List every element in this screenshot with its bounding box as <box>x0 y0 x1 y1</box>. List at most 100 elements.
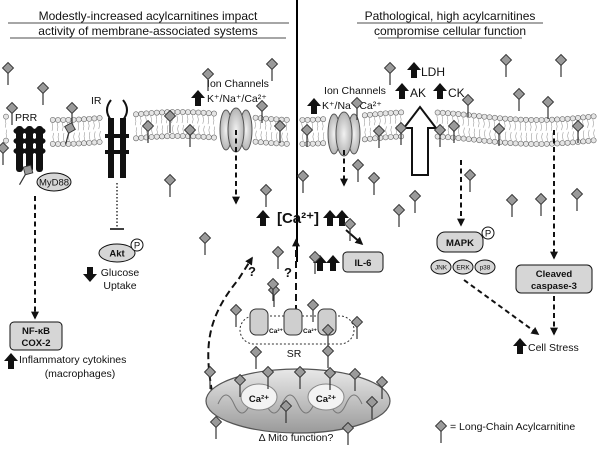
lipid-head <box>564 115 571 122</box>
lipid-head <box>497 139 503 146</box>
prr-receptor: PRR <box>13 112 46 172</box>
lipid-tail <box>78 132 80 141</box>
lipid-head <box>450 134 457 141</box>
lipid-head <box>299 141 306 147</box>
legend: = Long-Chain Acylcarnitine <box>434 419 575 443</box>
lipid-head <box>590 137 597 144</box>
lipid-head <box>398 109 405 116</box>
lipid-head <box>465 136 472 142</box>
lipid-head <box>268 116 275 122</box>
lipid-tail <box>467 118 469 127</box>
lipid-head <box>491 114 498 121</box>
lipid-head <box>49 141 56 147</box>
lipid-tail <box>556 122 558 131</box>
lipid-tail <box>276 132 278 141</box>
lipid-tail <box>265 131 268 140</box>
acylcarnitine-molecule <box>554 53 568 77</box>
lipid-tail <box>177 124 179 134</box>
acylcarnitine-molecule <box>367 171 381 195</box>
lipid-tail <box>390 125 392 135</box>
glucose-uptake: Glucose Uptake <box>83 267 139 292</box>
acylcarnitine-molecule <box>265 57 279 81</box>
lipid-tail <box>62 122 64 132</box>
lipid-tail <box>561 122 563 131</box>
acylcarnitine-molecule <box>255 99 269 123</box>
lipid-head <box>304 140 311 147</box>
lipid-head <box>133 111 139 118</box>
lipid-head <box>49 117 56 123</box>
lipid-tail <box>593 129 595 138</box>
ldh-label: LDH <box>421 65 445 79</box>
up-arrow-icon <box>256 210 270 226</box>
acylcarnitine-molecule <box>321 344 335 368</box>
ion-channels-left-label: Ion Channels <box>207 78 269 90</box>
lipid-head <box>569 139 576 146</box>
lipid-tail <box>271 131 273 141</box>
inflammatory-label-line1: Inflammatory cytokines <box>19 354 126 366</box>
lipid-tail <box>56 122 59 132</box>
lipid-tail <box>473 128 476 137</box>
lipid-tail <box>531 132 533 142</box>
lipid-head <box>528 117 535 123</box>
acylcarnitine-molecule <box>293 365 307 389</box>
glucose-label-line1: Glucose <box>101 267 140 279</box>
lipid-head <box>465 112 472 118</box>
acylcarnitine-molecule <box>434 419 448 443</box>
lipid-tail <box>281 132 283 141</box>
acylcarnitine-molecule <box>351 158 365 182</box>
lipid-head <box>554 116 561 123</box>
lipid-head <box>497 115 503 122</box>
acylcarnitine-molecule <box>259 183 273 207</box>
lipid-head <box>585 137 592 144</box>
acylcarnitine-molecule <box>375 375 389 399</box>
acylcarnitine-molecule <box>203 365 217 389</box>
lipid-head <box>195 109 202 116</box>
acylcarnitine-molecule <box>512 87 526 111</box>
lipid-head <box>174 133 181 139</box>
caspase-label-line1: Cleaved <box>536 269 573 280</box>
lipid-tail <box>270 121 272 131</box>
lipid-tail <box>198 125 200 134</box>
lipid-head <box>138 110 145 117</box>
lipid-head <box>486 138 493 145</box>
lipid-head <box>372 111 379 118</box>
lipid-tail <box>203 125 205 134</box>
lipid-tail <box>484 129 486 138</box>
up-arrow-icon <box>307 98 321 114</box>
lipid-tail <box>463 127 465 136</box>
lipid-head <box>169 133 176 139</box>
lipid-head <box>159 133 165 140</box>
acylcarnitine-molecule <box>463 168 477 192</box>
acylcarnitine-molecule <box>323 366 337 390</box>
lipid-head <box>471 112 477 119</box>
cell-membrane <box>3 109 597 147</box>
lipid-head <box>315 116 321 123</box>
mapk-label: MAPK <box>446 238 474 249</box>
lipid-head <box>460 111 467 118</box>
lipid-head <box>283 140 290 147</box>
lipid-head <box>65 116 72 123</box>
lipid-head <box>512 116 519 123</box>
lipid-tail <box>379 116 381 125</box>
acylcarnitine-molecule <box>261 365 275 389</box>
lipid-tail <box>536 132 538 142</box>
lipid-tail <box>389 115 391 125</box>
mito-ca-ion-1: Ca²⁺ <box>249 394 269 405</box>
myd88-label: MyD88 <box>39 178 69 189</box>
lipid-head <box>476 137 483 144</box>
lipid-tail <box>254 120 256 129</box>
nfkb-label: NF-κB <box>22 326 50 337</box>
p38-label: p38 <box>480 265 491 272</box>
lipid-tail <box>302 132 304 142</box>
acylcarnitine-molecule <box>365 395 379 419</box>
lipid-tail <box>94 131 96 140</box>
lipid-head <box>439 109 446 116</box>
acylcarnitine-molecule <box>229 303 243 327</box>
inflammatory-label-line2: (macrophages) <box>45 368 116 380</box>
ak-label: AK <box>410 86 426 100</box>
lipid-tail <box>82 122 85 131</box>
acylcarnitine-molecule <box>541 95 555 119</box>
acylcarnitine-molecule <box>266 277 280 301</box>
lipid-tail <box>323 132 325 141</box>
